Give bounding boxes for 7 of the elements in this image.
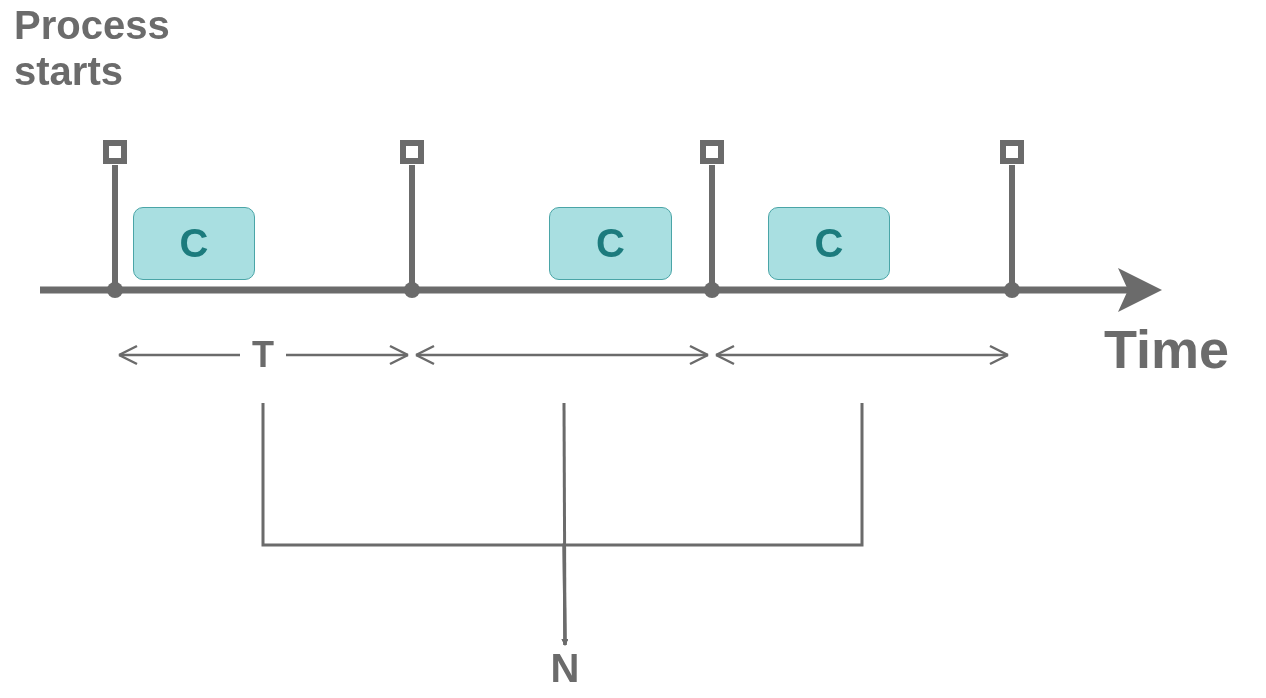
result-label: N bbox=[550, 645, 580, 692]
start-label: Process starts bbox=[14, 2, 171, 94]
process-box: C bbox=[768, 207, 890, 280]
process-box: C bbox=[549, 207, 672, 280]
process-box: C bbox=[133, 207, 255, 280]
axis-label: Time bbox=[1104, 318, 1230, 381]
merge-arrow bbox=[561, 403, 864, 646]
